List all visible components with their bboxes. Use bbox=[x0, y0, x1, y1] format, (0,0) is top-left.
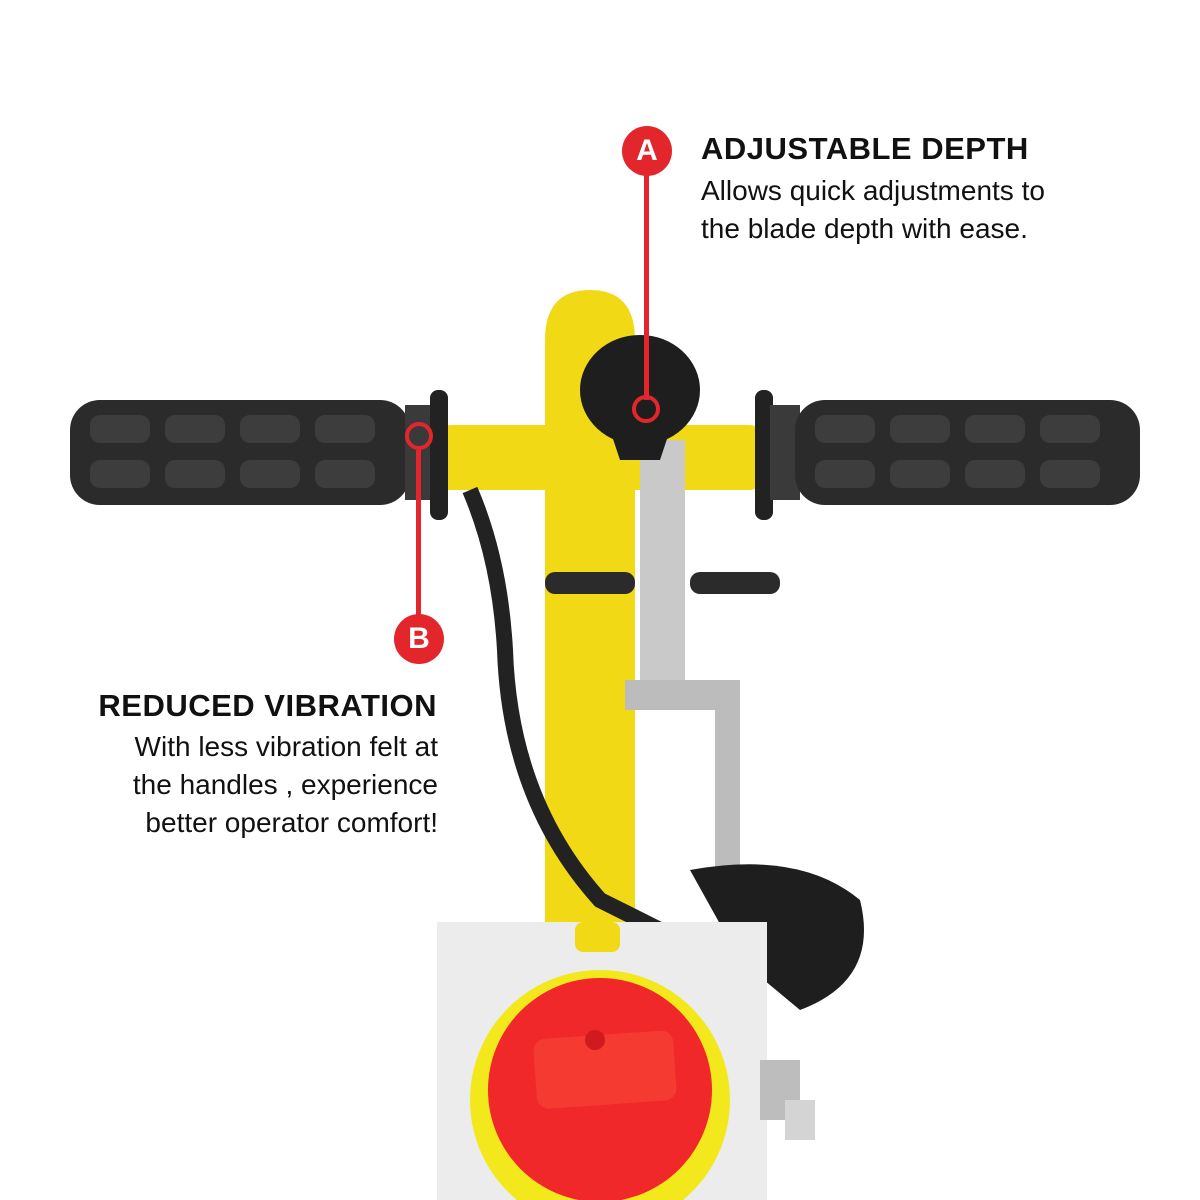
power-cable bbox=[462, 486, 664, 938]
callout-b-title: REDUCED VIBRATION bbox=[98, 688, 437, 723]
callout-b-leader-line bbox=[416, 450, 421, 620]
callout-a-body-line: Allows quick adjustments to bbox=[701, 175, 1045, 206]
callout-b-body-line: With less vibration felt at bbox=[134, 731, 438, 762]
callout-b-body: With less vibration felt at the handles … bbox=[60, 728, 438, 842]
callout-b-target-ring bbox=[405, 422, 433, 450]
depth-shaft bbox=[640, 440, 685, 710]
callout-a-body: Allows quick adjustments to the blade de… bbox=[701, 172, 1045, 248]
switch-handle bbox=[533, 1030, 677, 1109]
callout-a-title: ADJUSTABLE DEPTH bbox=[701, 131, 1029, 166]
callout-a-marker: A bbox=[622, 126, 672, 176]
yellow-handlebar bbox=[440, 425, 760, 490]
callout-a-leader-line bbox=[644, 170, 649, 400]
callout-b-marker: B bbox=[394, 614, 444, 664]
callout-a-body-line: the blade depth with ease. bbox=[701, 213, 1028, 244]
depth-knob bbox=[580, 335, 700, 445]
callout-a-target-ring bbox=[632, 395, 660, 423]
callout-b-body-line: better operator comfort! bbox=[145, 807, 438, 838]
callout-b-body-line: the handles , experience bbox=[132, 769, 438, 800]
